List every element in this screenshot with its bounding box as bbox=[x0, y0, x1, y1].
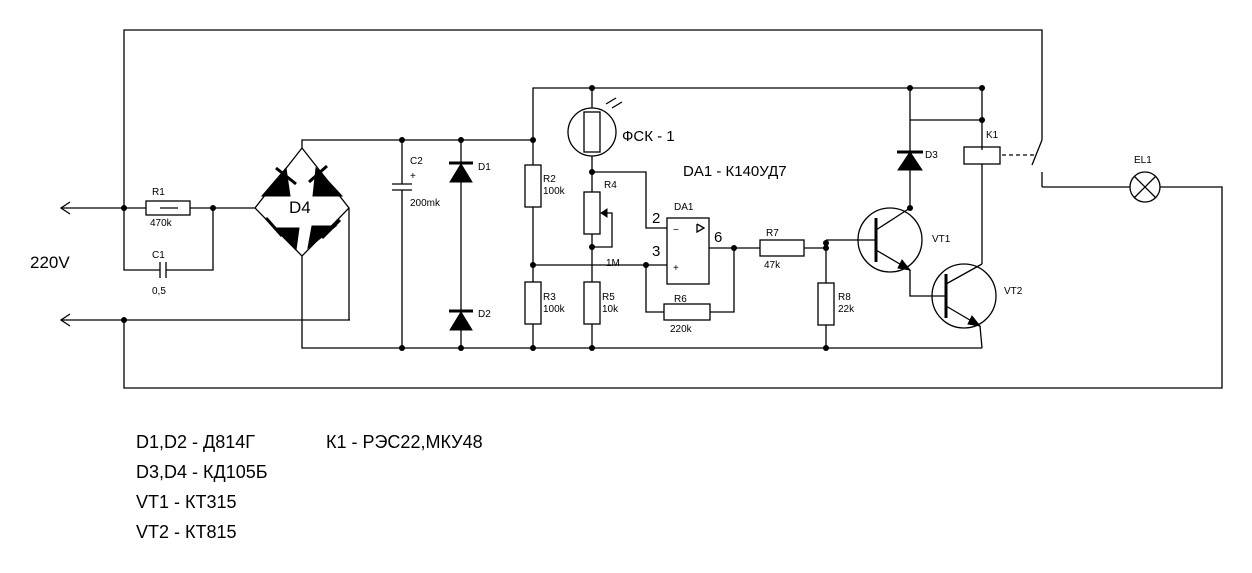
d1-label: D1 bbox=[478, 162, 491, 173]
opamp-minus: − bbox=[673, 225, 679, 236]
resistor-r6 bbox=[645, 248, 735, 321]
r1-label: R1 bbox=[152, 187, 165, 198]
d2-label: D2 bbox=[478, 309, 491, 320]
r2-label: R2 bbox=[543, 174, 556, 185]
pin-6: 6 bbox=[714, 229, 722, 246]
lamp-circuit-wires bbox=[123, 29, 1223, 389]
parts-list-vt2: VT2 - КТ815 bbox=[136, 522, 237, 542]
transistor-vt2 bbox=[931, 164, 997, 349]
c2-label: C2 bbox=[410, 156, 423, 167]
capacitor-c2 bbox=[392, 140, 412, 348]
zener-d1-d2 bbox=[449, 140, 473, 348]
photoresistor-label: ФСК - 1 bbox=[622, 128, 675, 145]
r7-value: 47k bbox=[764, 260, 781, 271]
k1-label: K1 bbox=[986, 130, 999, 141]
vt1-label: VT1 bbox=[932, 234, 951, 245]
d3-label: D3 bbox=[925, 150, 938, 161]
r3-value: 100k bbox=[543, 304, 566, 315]
resistor-r5 bbox=[583, 281, 601, 348]
parts-list-d3-d4: D3,D4 - КД105Б bbox=[136, 462, 268, 482]
lamp-el1 bbox=[1129, 171, 1161, 203]
r7-label: R7 bbox=[766, 228, 779, 239]
potentiometer-r4 bbox=[583, 171, 667, 282]
d4-label: D4 bbox=[289, 198, 311, 217]
pin-3: 3 bbox=[652, 243, 660, 260]
divider-r2-r3 bbox=[524, 140, 667, 348]
input-line-top bbox=[59, 201, 124, 215]
resistor-r7 bbox=[759, 239, 876, 257]
resistor-r1 bbox=[124, 200, 255, 216]
r4-label: R4 bbox=[604, 180, 617, 191]
junction-dots bbox=[121, 85, 985, 351]
opamp-da1 bbox=[666, 217, 760, 285]
supply-label: 220V bbox=[30, 253, 70, 272]
r3-label: R3 bbox=[543, 292, 556, 303]
diode-d3 bbox=[897, 88, 923, 208]
relay-k1 bbox=[910, 119, 1043, 187]
pin-2: 2 bbox=[652, 210, 660, 227]
el1-label: EL1 bbox=[1134, 155, 1152, 166]
parts-list-k1: К1 - РЭС22,МКУ48 bbox=[326, 432, 483, 452]
r1-value: 470k bbox=[150, 218, 173, 229]
c1-value: 0,5 bbox=[152, 286, 166, 297]
input-line-bottom bbox=[59, 313, 350, 327]
resistor-r8 bbox=[817, 248, 835, 348]
photoresistor-fsk1 bbox=[567, 88, 623, 192]
parts-list-vt1: VT1 - КТ315 bbox=[136, 492, 237, 512]
r4-value: 1M bbox=[606, 258, 620, 269]
opamp-plus: + bbox=[673, 263, 679, 274]
r5-label: R5 bbox=[602, 292, 615, 303]
c1-label: C1 bbox=[152, 250, 165, 261]
r2-value: 100k bbox=[543, 186, 566, 197]
capacitor-c1 bbox=[123, 208, 214, 278]
r6-value: 220k bbox=[670, 324, 693, 335]
vt2-label: VT2 bbox=[1004, 286, 1023, 297]
r6-label: R6 bbox=[674, 294, 687, 305]
transistor-vt1 bbox=[857, 207, 946, 297]
r8-label: R8 bbox=[838, 292, 851, 303]
r8-value: 22k bbox=[838, 304, 855, 315]
opamp-title: DA1 - К140УД7 bbox=[683, 163, 787, 180]
c2-value: 200mk bbox=[410, 198, 441, 209]
c2-plus: + bbox=[410, 171, 416, 182]
opamp-ref: DA1 bbox=[674, 202, 694, 213]
r5-value: 10k bbox=[602, 304, 619, 315]
parts-list-d1-d2: D1,D2 - Д814Г bbox=[136, 432, 255, 452]
diode-bridge-d4 bbox=[254, 139, 982, 349]
